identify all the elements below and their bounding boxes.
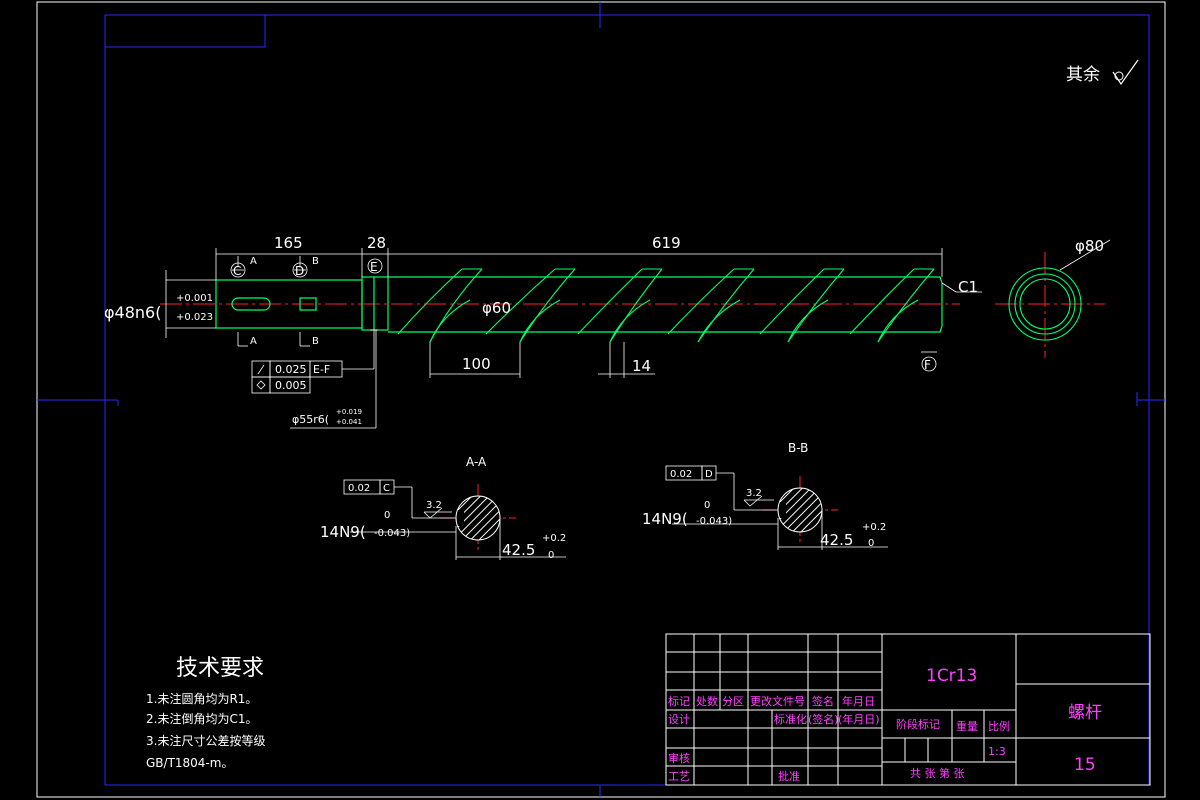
- fcf-datum-1: E-F: [313, 363, 330, 376]
- datum-f: F: [924, 358, 931, 372]
- tech-requirement-2: 2.未注倒角均为C1。: [146, 711, 257, 726]
- section-aa-fcf-datum: C: [383, 483, 390, 494]
- dim-root-diameter: φ60: [482, 299, 511, 317]
- dim-flight-diameter: φ80: [1075, 237, 1104, 255]
- section-bb-fcf-value: 0.02: [670, 469, 692, 480]
- dim-flight-width: 14: [632, 357, 651, 375]
- tb-stage-mark: 阶段标记: [896, 717, 940, 731]
- dim-28: 28: [367, 234, 386, 252]
- section-aa-depth-upper: +0.2: [542, 533, 566, 544]
- tb-header-change-doc: 更改文件号: [750, 694, 805, 708]
- section-aa-title: A-A: [466, 455, 487, 469]
- section-aa: A-A 0.02 C 3.2 14N9( 0 -0.043) 42.5 +0.2: [320, 455, 566, 561]
- dim-165: 165: [274, 234, 303, 252]
- section-bb-roughness: 3.2: [746, 488, 762, 499]
- tb-header-mark: 标记: [668, 694, 690, 708]
- tb-material: 1Cr13: [926, 666, 977, 686]
- section-aa-roughness: 3.2: [426, 500, 442, 511]
- section-b-bottom: B: [312, 336, 319, 347]
- section-bb-keyway-upper: 0: [704, 500, 710, 511]
- section-b-top: B: [312, 256, 319, 267]
- tb-header-count: 处数: [696, 695, 718, 708]
- tb-scale-value: 1:3: [988, 745, 1006, 758]
- tol-upper-left: +0.001: [176, 293, 213, 304]
- tb-date-placeholder: (年月日): [838, 712, 880, 726]
- datum-d: D: [295, 264, 304, 278]
- tol-lower-left: +0.023: [176, 312, 213, 323]
- end-view: φ80: [995, 237, 1111, 358]
- section-bb-title: B-B: [788, 441, 808, 455]
- tb-process: 工艺: [668, 770, 690, 783]
- tech-requirement-4: GB/T1804-m。: [146, 756, 233, 770]
- screw-flights: [397, 268, 935, 343]
- dim-pitch: 100: [462, 355, 491, 373]
- main-view: 165 28 619 φ60 100 14 C1 φ48n6( +0.001 +…: [104, 234, 982, 429]
- tech-requirements: 技术要求 1.未注圆角均为R1。 2.未注倒角均为C1。 3.未注尺寸公差按等级…: [146, 656, 265, 770]
- tb-header-date: 年月日: [842, 694, 875, 708]
- tb-scale: 比例: [988, 719, 1010, 733]
- section-bb-depth-lower: 0: [868, 538, 874, 549]
- tol-upper-mid: +0.019: [336, 408, 362, 416]
- tech-requirements-title: 技术要求: [176, 656, 264, 681]
- roughness-circle-icon: [1114, 71, 1124, 81]
- section-aa-keyway: 14N9(: [320, 523, 366, 541]
- datum-c: C: [233, 264, 241, 278]
- tb-weight: 重量: [956, 719, 978, 733]
- shaft-fit-left: φ48n6(: [104, 303, 161, 322]
- section-bb-depth: 42.5: [820, 531, 853, 549]
- tb-design: 设计: [668, 713, 690, 726]
- section-aa-keyway-lower: -0.043): [374, 528, 410, 539]
- tb-part-name: 螺杆: [1068, 703, 1102, 723]
- tb-sheets: 共 张 第 张: [910, 766, 965, 780]
- tb-drawing-number: 15: [1074, 755, 1096, 775]
- section-bb: B-B 0.02 D 3.2 14N9( 0 -0.043) 42.5 +0.2: [642, 441, 888, 550]
- section-a-top: A: [250, 256, 257, 267]
- section-a-bottom: A: [250, 336, 257, 347]
- dimension-lines: [165, 248, 943, 378]
- fcf-value-1: 0.025: [275, 363, 307, 376]
- tb-header-zone: 分区: [722, 695, 744, 708]
- tech-requirement-3: 3.未注尺寸公差按等级: [146, 733, 265, 748]
- tb-sign-placeholder: (签名): [808, 712, 839, 726]
- chamfer-label: C1: [958, 278, 978, 296]
- section-aa-depth: 42.5: [502, 541, 535, 559]
- section-bb-depth-upper: +0.2: [862, 522, 886, 533]
- section-aa-keyway-upper: 0: [384, 510, 390, 521]
- tb-review: 审核: [668, 751, 690, 765]
- tol-lower-mid: +0.041: [336, 418, 362, 426]
- feature-control-frames: [251, 329, 378, 394]
- section-aa-fcf-value: 0.02: [348, 483, 370, 494]
- datum-e: E: [370, 260, 378, 274]
- section-bb-keyway: 14N9(: [642, 510, 688, 528]
- surface-roughness-note: 其余: [1066, 59, 1139, 86]
- roughness-note-label: 其余: [1066, 65, 1100, 85]
- shaft-fit-mid: φ55r6(: [292, 413, 329, 426]
- section-bb-keyway-lower: -0.043): [696, 516, 732, 527]
- tech-requirement-1: 1.未注圆角均为R1。: [146, 691, 257, 706]
- tb-approve: 批准: [778, 769, 800, 783]
- section-marks: [230, 256, 937, 372]
- drawing-frame: [36, 1, 1166, 798]
- section-bb-fcf-datum: D: [705, 469, 713, 480]
- roughness-check-icon: [1112, 59, 1139, 86]
- dim-619: 619: [652, 234, 681, 252]
- shaft-outline: [215, 276, 943, 333]
- tb-header-signature: 签名: [812, 694, 834, 708]
- title-block: 标记 处数 分区 更改文件号 签名 年月日 设计 标准化 (签名) (年月日) …: [665, 633, 1151, 786]
- tb-standardization: 标准化: [774, 712, 807, 726]
- fcf-value-2: 0.005: [275, 379, 307, 392]
- section-aa-depth-lower: 0: [548, 550, 554, 561]
